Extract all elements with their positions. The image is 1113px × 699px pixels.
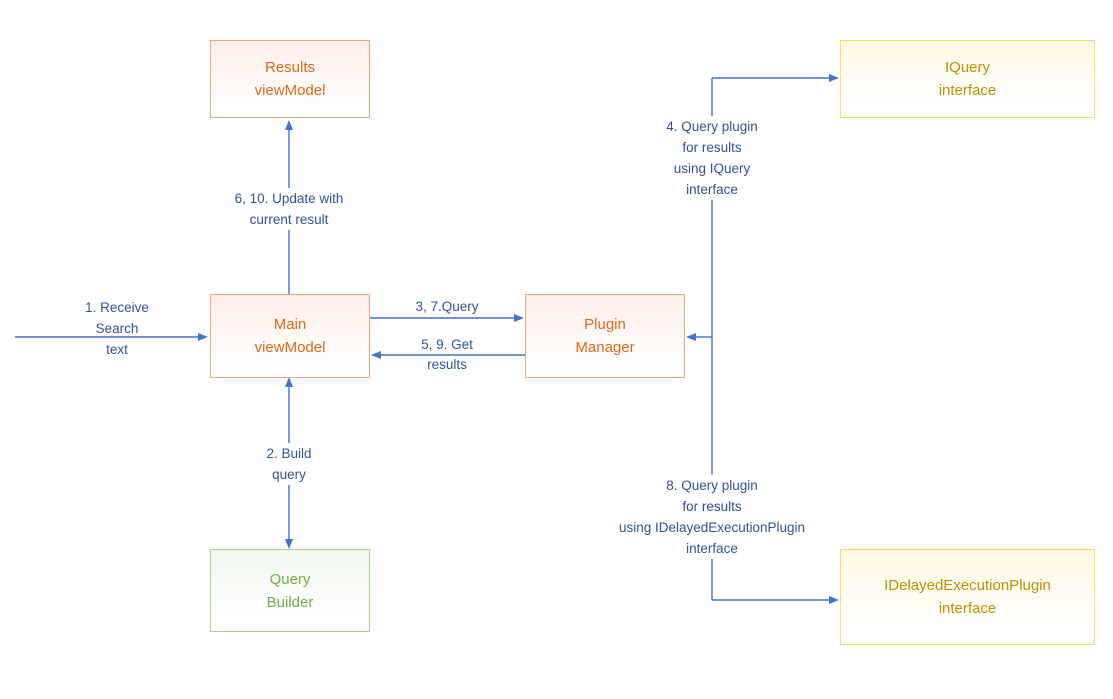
label-query-plugin-iquery: 4. Query plugin for results using IQuery…: [632, 116, 792, 200]
box-results-viewmodel: Results viewModel: [210, 40, 370, 118]
label-build-query: 2. Build query: [249, 443, 329, 485]
box-iquery-interface: IQuery interface: [840, 40, 1095, 118]
box-query-builder: Query Builder: [210, 549, 370, 632]
box-main-viewmodel: Main viewModel: [210, 294, 370, 378]
box-plugin-manager: Plugin Manager: [525, 294, 685, 378]
label-get-results: 5, 9. Get results: [421, 337, 473, 372]
box-idelayed-execution-interface: IDelayedExecutionPlugin interface: [840, 549, 1095, 645]
label-query: 3, 7.Query: [415, 299, 479, 314]
label-query-plugin-idelayed: 8. Query plugin for results using IDelay…: [587, 475, 837, 559]
label-update-with-result: 6, 10. Update with current result: [199, 188, 379, 230]
label-receive-search: 1. Receive Search text: [85, 300, 149, 357]
